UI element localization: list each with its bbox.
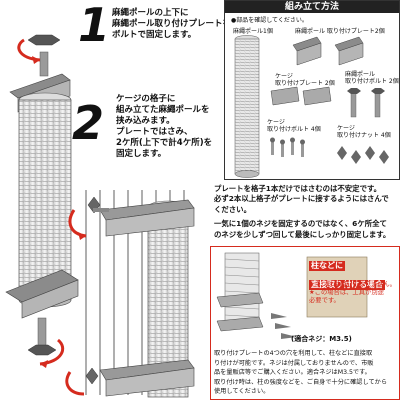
step-2-line: ケージの格子に (116, 94, 176, 104)
direct-mount-line: 取り付けプレートの4つの穴を利用して、柱などに直接取 (214, 350, 373, 357)
part-label: ケージ 取り付けプレート 2個 (275, 73, 335, 87)
parts-illustrations (234, 35, 389, 178)
direct-mount-line: 取り付け時は、柱の強度などを、ご自身で十分に確認してから (214, 378, 388, 386)
step-1-line: 麻繩ポールの上下に (112, 8, 189, 18)
pole-bolt-part-icon (347, 88, 385, 118)
wing-nut-icon (85, 367, 99, 385)
cage-plate-part-icon (270, 86, 332, 106)
part-label-text: ケージ 取り付けプレート 2個 (275, 73, 335, 87)
step-1-line: ボルトで固定します。 (112, 30, 197, 40)
step-2-line: 2ケ所(上下で計4ケ所)を (116, 138, 213, 148)
direct-mount-notes: ★ネジは付属しておりません。 ★この場合は、工具が別途 必要です。 (309, 281, 396, 305)
rotate-arrow-icon (65, 371, 85, 396)
direct-mount-title-line: 柱などに (309, 261, 345, 271)
parts-check-label: ●部品を確認してください。 (231, 17, 308, 24)
warning-line: ください。 (214, 204, 251, 214)
direct-mount-note: ★ネジは付属しておりません。 (309, 281, 396, 288)
warning-line: のネジを少しずつ回して最後にしっかり固定します。 (214, 229, 391, 239)
step-2-line: プレートではさみ、 (116, 127, 193, 137)
screw-icon (271, 313, 297, 339)
warning-line: 一気に1個のネジを固定するのではなく、6ケ所全て (214, 219, 387, 229)
step-2-number: 2 (72, 96, 105, 150)
part-label: ケージ 取り付けボルト 4個 (267, 119, 321, 133)
screw-size-label: (適合ネジ：M3.5) (291, 335, 352, 343)
pole-part-icon (234, 35, 260, 178)
part-label: ケージ 取り付けナット 4個 (337, 125, 391, 139)
direct-mount-line: 使用してください。 (214, 388, 270, 395)
warning-line: プレートを格子1本だけではさむのは不安定です。 (214, 184, 381, 193)
direct-mount-line: 品を量販店等でご購入ください。適合ネジはM3.5です。 (214, 369, 371, 376)
pole-bolt-icon (27, 34, 61, 77)
rotate-arrow-icon (68, 209, 87, 238)
cage-bolt-part-icon (270, 137, 305, 157)
wing-nut-icon (87, 196, 109, 214)
wing-nut-part-icon (337, 146, 389, 164)
part-label: 麻繩ポール 取り付けプレート2個 (295, 28, 385, 35)
step-2-line: 固定します。 (116, 149, 167, 159)
step-1-text: 麻繩ポールの上下に 麻繩ポール取り付けプレートを ボルトで固定します。 (112, 8, 231, 41)
bottom-bolt-icon (27, 317, 57, 356)
cage-plate-bottom (99, 359, 195, 397)
direct-mount-line: り付けが可能です。ネジは付属しておりませんので、市販 (214, 359, 374, 367)
direct-mount-note: ★この場合は、工具が別途 (309, 289, 384, 296)
direct-mount-title-line: 直接取り付ける場合 (309, 280, 385, 290)
parts-box: 組み立て方法 ●部品を確認してください。 (224, 0, 400, 180)
warning-line: 必ず2本以上格子がプレートに接するようにはさんで (214, 194, 389, 204)
direct-mount-note: 必要です。 (309, 297, 340, 304)
warning-block: プレートを格子1本だけではさむのは不安定です。 必ず2本以上格子がプレートに接す… (214, 184, 390, 240)
step-2-text: ケージの格子に 組み立てた麻繩ポールを 挟み込みます。 プレートではさみ、 2ケ… (116, 94, 212, 160)
direct-mount-title: 柱などに 直接取り付ける場合 (309, 253, 385, 291)
part-label-text: ケージ 取り付けボルト 4個 (267, 119, 321, 133)
direct-mount-box: 柱などに 直接取り付ける場合 ★ネジは付属しておりません。 ★この場合は、工具が… (210, 246, 400, 400)
step-2-line: 組み立てた麻繩ポールを (116, 105, 210, 115)
part-label-text: 麻繩ポール 取り付けボルト 2個 (345, 71, 399, 85)
pole-plate-part-icon (292, 36, 364, 66)
step-1-line: 麻繩ポール取り付けプレートを (112, 19, 232, 29)
parts-title: 組み立て方法 (225, 1, 399, 13)
direct-mount-description: 取り付けプレートの4つの穴を利用して、柱などに直接取 り付けが可能です。ネジは付… (214, 349, 387, 397)
step-1-number: 1 (78, 0, 111, 52)
pole-plate-bottom (5, 269, 79, 319)
part-label: 麻繩ポール1個 (233, 28, 273, 35)
part-label: 麻繩ポール 取り付けボルト 2個 (345, 71, 399, 85)
step1-figure (5, 34, 195, 398)
cage-plate-top (99, 199, 195, 237)
part-label-text: ケージ 取り付けナット 4個 (337, 125, 391, 139)
step-2-line: 挟み込みます。 (116, 116, 175, 126)
